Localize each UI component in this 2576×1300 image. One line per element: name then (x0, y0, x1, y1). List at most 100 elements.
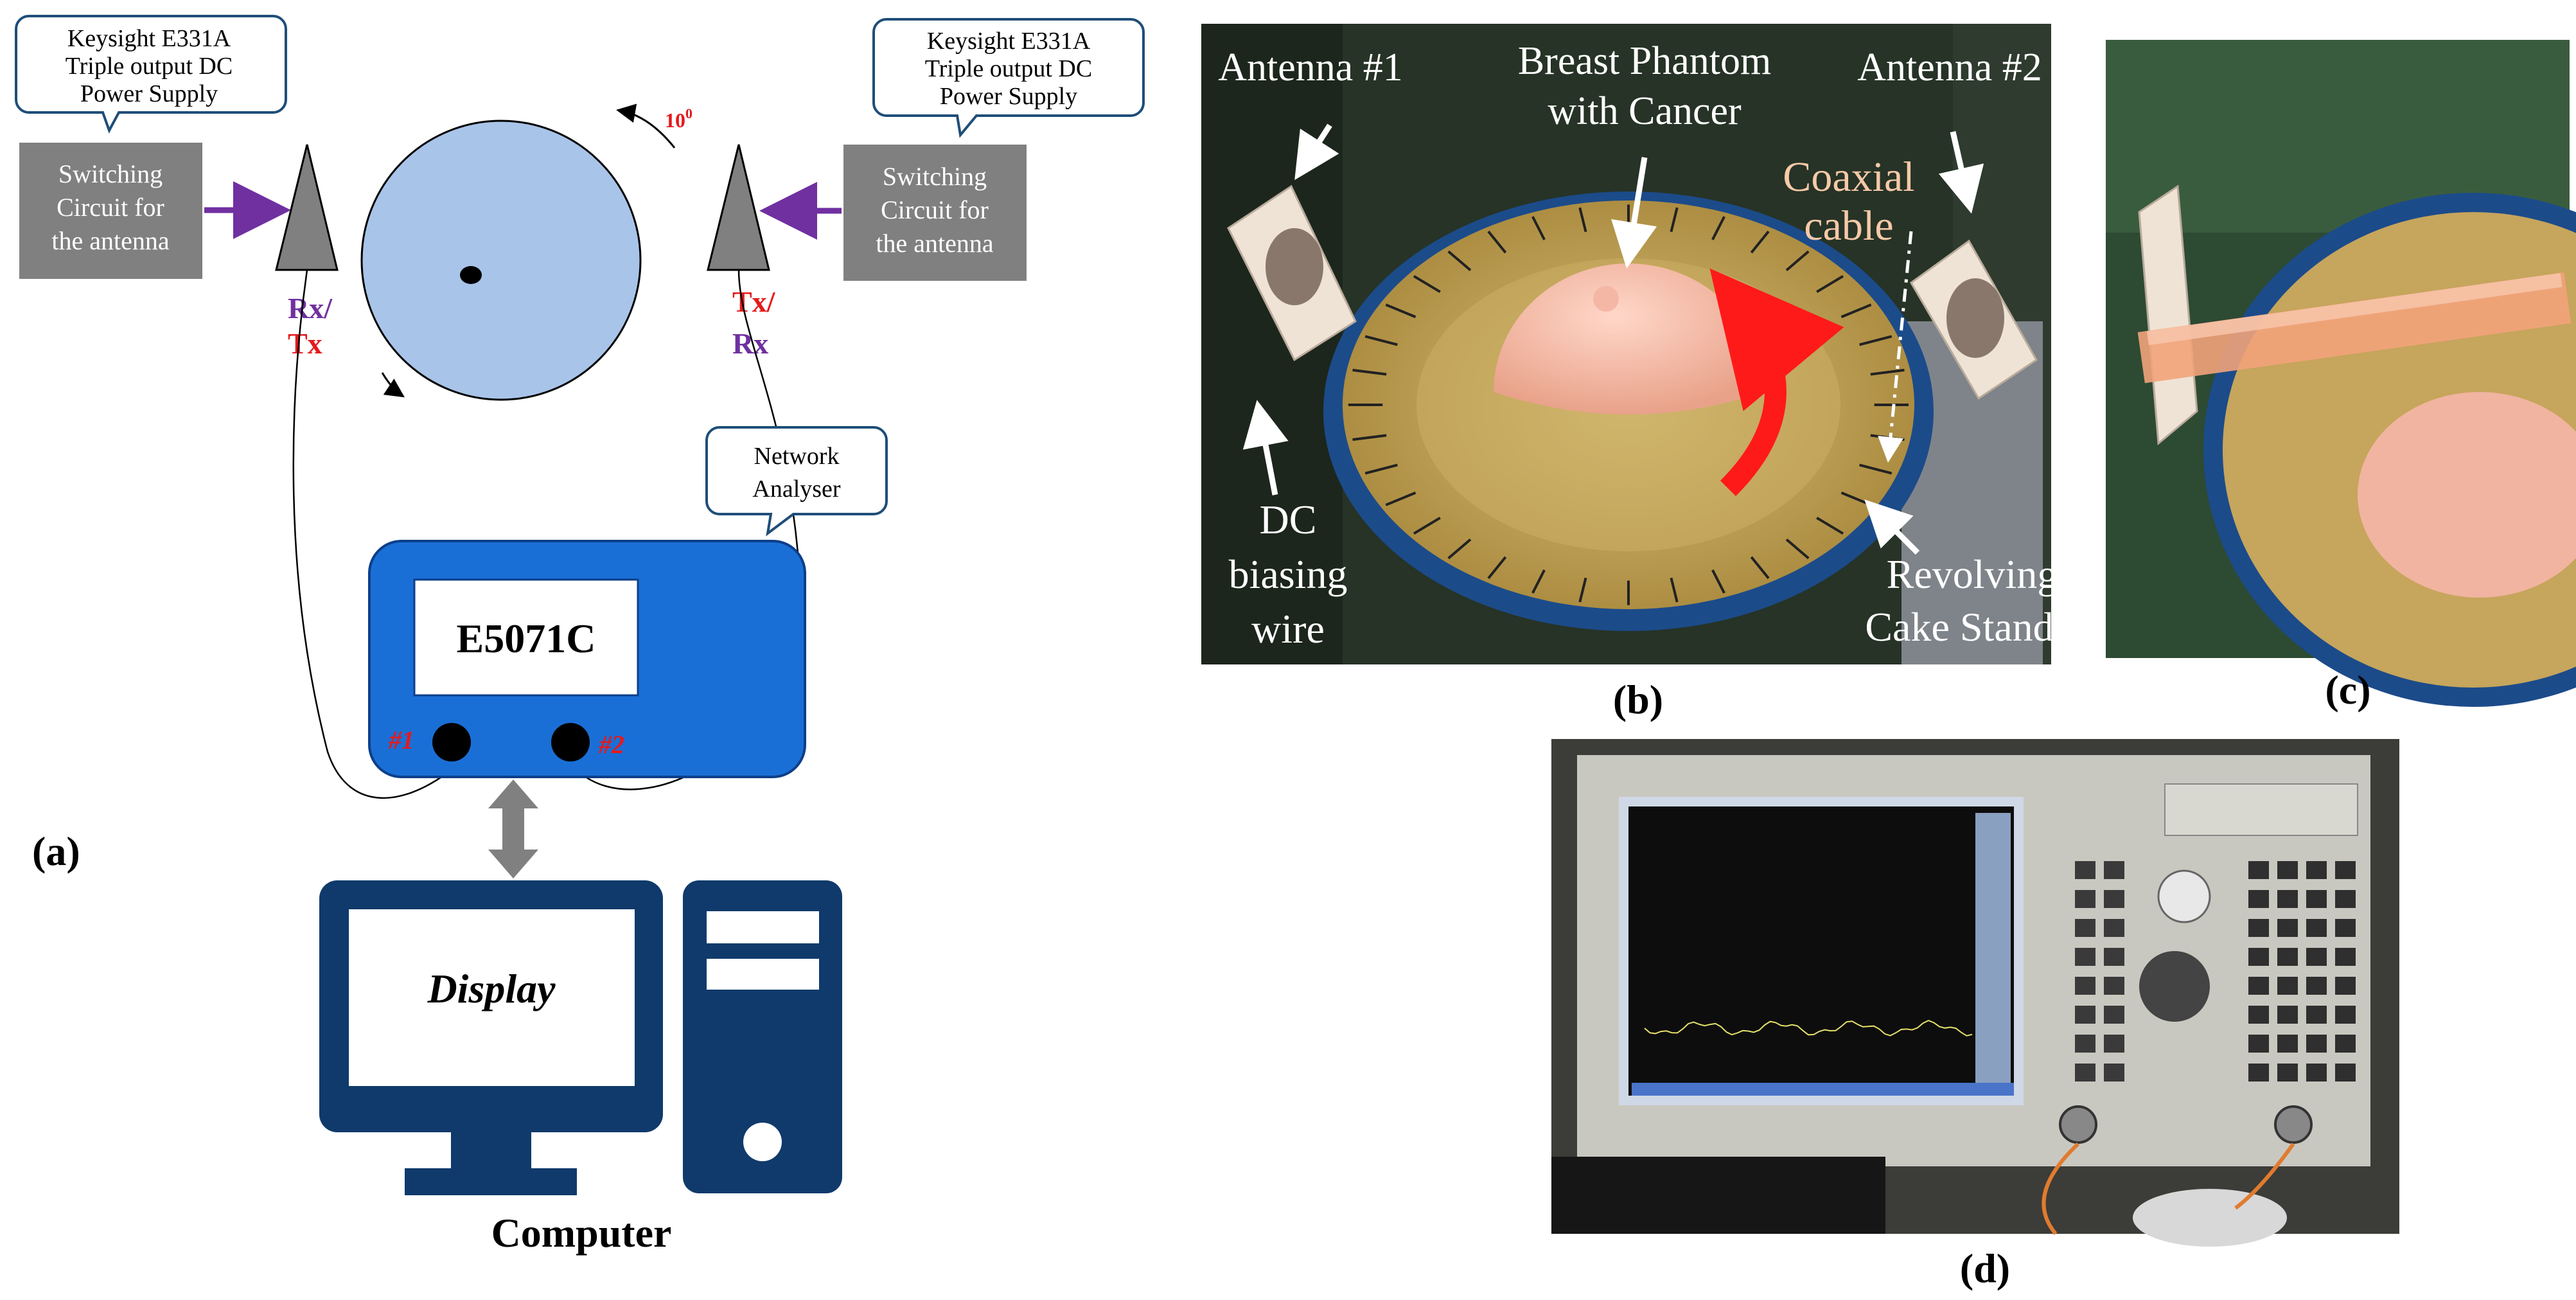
dial-tick (1385, 491, 1416, 506)
keypad-key (2075, 890, 2095, 908)
dial-tick (1352, 434, 1387, 441)
rotation-angle: 100 (665, 105, 693, 132)
switching-circuit-right: Switching Circuit for the antenna (843, 145, 1027, 281)
antenna-right-icon (707, 144, 770, 271)
dial-tick (1670, 577, 1679, 603)
keypad-key (2248, 1035, 2269, 1053)
keypad-key (2277, 1064, 2298, 1082)
network-analyser-callout: Network Analyser (705, 426, 888, 537)
callout-left-line2: Triple output DC (66, 53, 233, 80)
keypad-key (2277, 948, 2298, 966)
keypad-key (2277, 977, 2298, 995)
dial-tick (1859, 463, 1892, 475)
keypad-key (2075, 861, 2095, 879)
dial-tick (1364, 463, 1398, 475)
label-antenna-2: Antenna #2 (1857, 46, 2042, 89)
callout-right-line2: Triple output DC (925, 55, 1092, 82)
switch-right-line2: Circuit for (881, 195, 989, 224)
dial-tick (1578, 207, 1587, 233)
keypad-key (2306, 948, 2327, 966)
dial-tick (1413, 274, 1441, 293)
panel-b-label: (b) (1613, 677, 1663, 722)
analyzer-trace (1644, 1020, 1973, 1037)
cable-port1 (292, 269, 464, 799)
keypad-key (2306, 977, 2327, 995)
keypad-key (2335, 861, 2356, 879)
keypad-key (2277, 1035, 2298, 1053)
keypad-key (2104, 1035, 2124, 1053)
keypad-key (2306, 1035, 2327, 1053)
keypad-key (2104, 1006, 2124, 1024)
dial-tick (1385, 303, 1416, 319)
dial-tick (1816, 517, 1844, 535)
port-2 (551, 723, 590, 761)
label-antenna-1: Antenna #1 (1218, 46, 1403, 89)
keypad-key (2335, 977, 2356, 995)
label-phantom-line1: Breast Phantom (1518, 39, 1771, 83)
keypad-key (2075, 948, 2095, 966)
computer-monitor: Display (319, 880, 663, 1195)
keypad-key (2248, 890, 2269, 908)
right-antenna-label-top: Tx/ (732, 285, 776, 318)
keypad-key (2335, 948, 2356, 966)
keypad-key (2277, 1006, 2298, 1024)
dial-tick (1413, 517, 1441, 535)
switch-left-line2: Circuit for (57, 193, 164, 222)
switching-circuit-left: Switching Circuit for the antenna (19, 143, 202, 279)
dial-tick (1531, 216, 1546, 240)
keypad-key (2075, 977, 2095, 995)
keypad-key (2335, 919, 2356, 937)
callout-right-line1: Keysight E331A (927, 28, 1091, 55)
keypad-key (2104, 861, 2124, 879)
keypad-key (2104, 890, 2124, 908)
analyzer-model: E5071C (457, 616, 596, 661)
keypad-key (2104, 1064, 2124, 1082)
panel-d-photo (1551, 739, 2399, 1247)
label-dc-line3: wire (1251, 606, 1325, 652)
keypad-key (2075, 1064, 2095, 1082)
analyzer-keypad (2075, 861, 2356, 1082)
panel-a: Keysight E331A Triple output DC Power Su… (15, 15, 1145, 1256)
keypad-key (2075, 1006, 2095, 1024)
keyboard (1551, 1157, 1885, 1234)
panel-c-label: (c) (2325, 667, 2370, 713)
switch-left-line3: the antenna (51, 226, 169, 255)
keypad-key (2335, 1035, 2356, 1053)
dial-tick (1711, 216, 1725, 240)
keypad-key (2104, 948, 2124, 966)
port-1-label: #1 (388, 726, 414, 754)
display-label: Display (427, 966, 556, 1011)
callout-right-line3: Power Supply (940, 83, 1077, 110)
network-callout-line1: Network (754, 443, 840, 470)
dial-tick (1364, 335, 1398, 346)
rotation-arrow-bottom (381, 372, 405, 398)
keypad-key (2248, 919, 2269, 937)
keypad-key (2075, 1035, 2095, 1053)
label-dc-line1: DC (1260, 497, 1317, 542)
tumor-marker (460, 266, 482, 284)
turntable (360, 120, 642, 401)
keypad-key (2248, 977, 2269, 995)
dial-tick (1859, 335, 1892, 346)
keypad-key (2075, 919, 2095, 937)
keypad-key (2277, 861, 2298, 879)
panel-d-label: (d) (1960, 1245, 2010, 1291)
keypad-key (2248, 1006, 2269, 1024)
label-coaxial-line1: Coaxial (1783, 154, 1914, 200)
network-analyzer-device: E5071C #1 #2 (368, 540, 806, 778)
keypad-key (2335, 890, 2356, 908)
dial-tick (1711, 569, 1725, 594)
dial-tick (1785, 538, 1810, 560)
panel-c-photo (2106, 40, 2576, 707)
dial-tick (1531, 569, 1546, 594)
keypad-key (2104, 919, 2124, 937)
dial-tick (1750, 556, 1770, 580)
dial-tick (1840, 303, 1872, 319)
dial-tick (1352, 368, 1387, 376)
computer-tower (683, 880, 842, 1193)
antenna-2-photo (1910, 239, 2038, 400)
switch-left-line1: Switching (58, 159, 163, 188)
label-phantom-line2: with Cancer (1548, 89, 1742, 133)
dial-tick (1447, 250, 1472, 272)
